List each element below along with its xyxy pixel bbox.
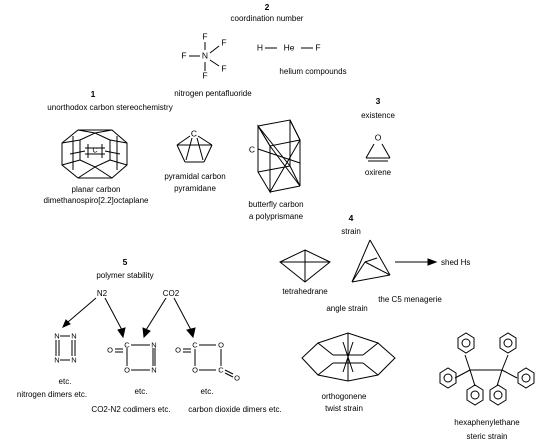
atom-o-oxirene: O (374, 132, 382, 143)
shed-arrow (395, 258, 438, 266)
atom-n-center: N (201, 50, 209, 61)
co2-dimers-label: carbon dioxide dimers etc. (188, 405, 282, 414)
atom-c-dimer-1: C (192, 340, 198, 350)
section-1-title: unorthodox carbon stereochemistry (47, 103, 173, 112)
atom-f-top: F (202, 31, 208, 42)
atom-n-codimer-1: N (151, 340, 157, 350)
atom-h: H (256, 42, 264, 53)
steric-strain-label: steric strain (466, 432, 508, 441)
atom-n-1: N (54, 331, 60, 341)
polymer-arrows (62, 297, 196, 339)
section-5-title: polymer stability (96, 271, 154, 280)
etc-label-2: etc. (134, 387, 148, 396)
oxirene-structure (365, 143, 391, 162)
atom-o-dimer-1: O (218, 340, 224, 350)
hexaphenylethane-label: hexaphenylethane (454, 418, 520, 427)
nf5-structure (189, 42, 220, 71)
codimer-ring (115, 344, 156, 371)
oxirene-label: oxirene (364, 168, 392, 177)
section-2-title: coordination number (230, 14, 304, 23)
tetrahedrane-label: tetrahedrane (282, 287, 328, 296)
atom-o-codimer-exo: O (107, 345, 113, 355)
atom-he: He (283, 42, 295, 53)
c5-menagerie-label: the C5 menagerie (378, 295, 442, 304)
section-3-number: 3 (375, 96, 381, 106)
angle-strain-label: angle strain (326, 304, 368, 313)
helium-compounds-label: helium compounds (279, 67, 347, 76)
section-4-title: strain (341, 227, 361, 236)
shed-hs-label: shed Hs (441, 258, 471, 267)
co2-label: CO2 (162, 289, 180, 298)
nitrogen-dimers-label: nitrogen dimers etc. (16, 390, 88, 399)
atom-c-pyramidal: C (190, 128, 198, 139)
section-5-number: 5 (122, 257, 128, 267)
atom-o-dimer-exo-1: O (175, 345, 181, 355)
atom-c-butterfly: C (248, 144, 256, 155)
atom-n-3: N (54, 355, 60, 365)
tetrahedrane-structure (279, 249, 331, 283)
atom-c-dimer-2: C (218, 365, 224, 375)
pyramidane-structure (176, 135, 213, 163)
section-1-number: 1 (90, 89, 96, 99)
atom-f-upper-right: F (221, 37, 227, 48)
section-4-number: 4 (348, 213, 354, 223)
atom-c-codimer: C (124, 340, 130, 350)
octaplane-label: dimethanospiro[2.2]octaplane (43, 196, 149, 205)
atom-f-lower-right: F (221, 63, 227, 74)
n2-label: N2 (96, 289, 108, 298)
twist-strain-label: twist strain (325, 404, 363, 413)
atom-n-4: N (71, 355, 77, 365)
butterfly-carbon-label: butterfly carbon (248, 200, 304, 209)
codimers-label: CO2-N2 codimers etc. (91, 405, 171, 414)
atom-f-bottom: F (202, 70, 208, 81)
atom-o-codimer: O (124, 365, 130, 375)
pyramidane-label: pyramidane (174, 184, 216, 193)
atom-n-2: N (71, 331, 77, 341)
atom-o-dimer-exo-2: O (234, 373, 240, 383)
co2-dimer-ring (183, 344, 234, 378)
atom-o-dimer-2: O (192, 365, 198, 375)
atom-n-codimer-2: N (151, 365, 157, 375)
polyprismane-label: a polyprismane (248, 212, 304, 221)
nf5-label: nitrogen pentafluoride (174, 89, 252, 98)
planar-carbon-label: planar carbon (71, 185, 121, 194)
polyprismane-structure (257, 119, 301, 194)
section-2-number: 2 (264, 2, 270, 12)
c5-structure (351, 239, 391, 283)
octaplane-structure (61, 129, 128, 179)
atom-c-planar: C (92, 147, 98, 155)
orthogonene-label: orthogonene (321, 392, 367, 401)
etc-label-1: etc. (58, 377, 72, 386)
atom-f-hhef: F (315, 42, 321, 53)
hexaphenylethane-structure (439, 332, 535, 406)
section-3-title: existence (361, 111, 395, 120)
etc-label-3: etc. (200, 387, 214, 396)
n4-ring (55, 335, 76, 361)
pyramidal-carbon-label: pyramidal carbon (164, 172, 226, 181)
atom-f-left: F (181, 50, 187, 61)
orthogonene-structure (301, 332, 396, 382)
